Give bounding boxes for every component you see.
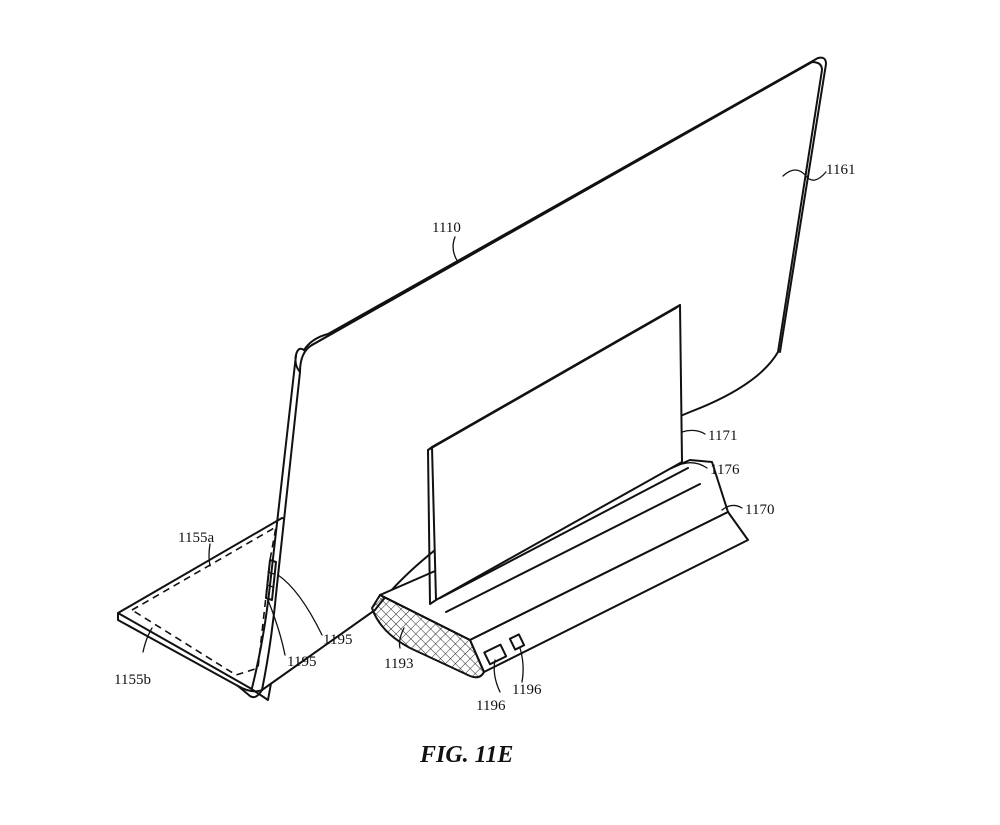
port-large — [483, 643, 508, 666]
label-1170: 1170 — [745, 502, 774, 518]
label-1171: 1171 — [708, 428, 737, 444]
label-1193: 1193 — [384, 656, 413, 672]
secondary-panel — [427, 304, 683, 605]
hatched-end-face — [371, 594, 485, 679]
dock-stand — [371, 459, 749, 679]
label-1196-right: 1196 — [512, 682, 542, 698]
label-1196-left: 1196 — [476, 698, 506, 714]
port-small — [508, 633, 526, 651]
label-1176: 1176 — [710, 462, 740, 478]
label-1195-upper: 1195 — [323, 632, 352, 648]
label-1110: 1110 — [432, 220, 461, 236]
figure-caption: FIG. 11E — [419, 742, 513, 768]
label-1155b: 1155b — [114, 672, 151, 688]
label-1195-lower: 1195 — [287, 654, 316, 670]
leader-lines — [142, 169, 827, 693]
label-1161: 1161 — [826, 162, 855, 178]
reference-labels: 1110 1161 1171 1176 1170 1155a 1155b 119… — [114, 162, 855, 714]
label-1155a: 1155a — [178, 530, 214, 546]
dashed-region-outline — [130, 525, 278, 676]
